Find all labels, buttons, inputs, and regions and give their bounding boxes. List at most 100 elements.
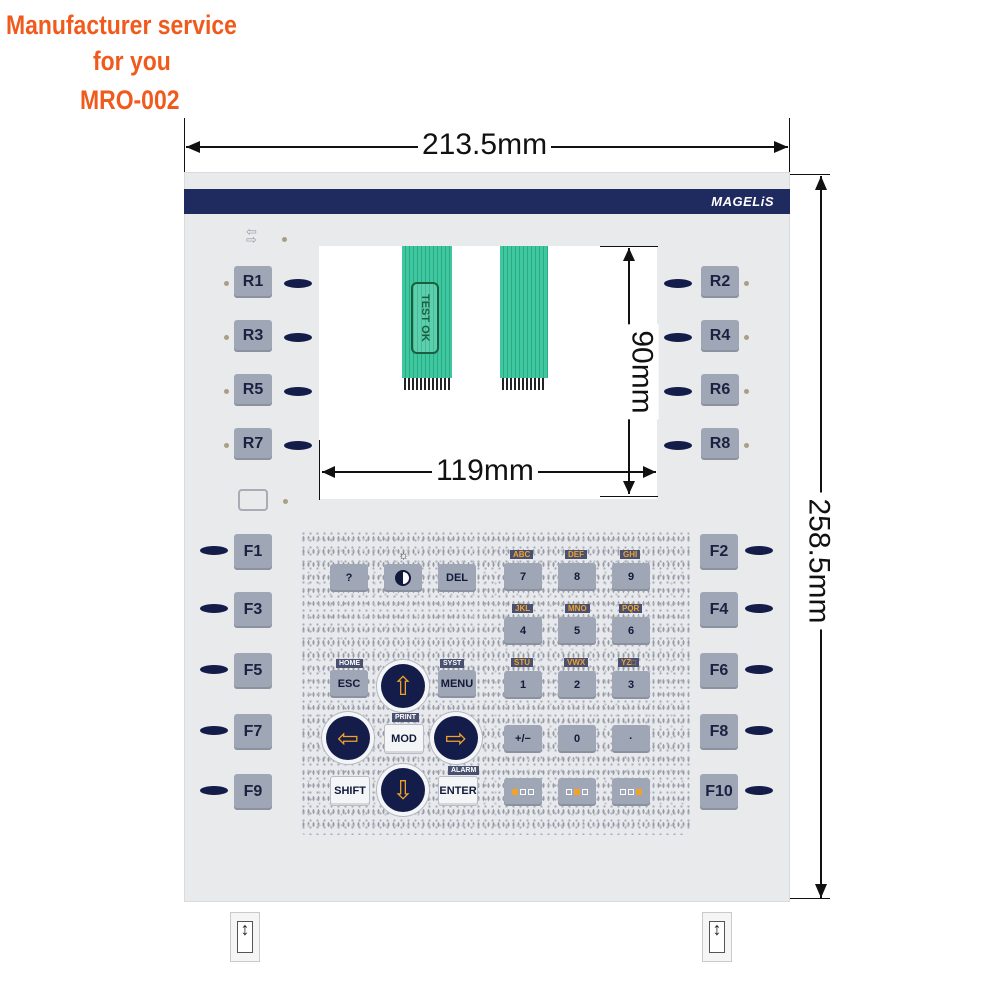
promo-line-3: MRO-002 [80,85,180,115]
width-arrow-left [186,141,200,153]
screen-height-label: 90mm [624,324,659,420]
r1-key[interactable]: R1 [234,266,272,298]
f2-key[interactable]: F2 [700,534,738,570]
f9-key[interactable]: F9 [234,774,272,810]
key-2[interactable]: 2 [558,671,596,699]
key-3[interactable]: 3 [612,671,650,699]
shift-key[interactable]: SHIFT [330,776,370,806]
r6-led [744,389,749,394]
print-label: PRINT [392,713,419,722]
r7-key[interactable]: R7 [234,428,272,460]
plus-minus-key[interactable]: +/− [504,725,542,753]
r7-led [224,443,229,448]
ribbon-right-connector [502,378,546,390]
key-7[interactable]: 7 [504,563,542,591]
del-key[interactable]: DEL [438,564,476,592]
mode-key-2[interactable] [558,778,596,806]
f1-key[interactable]: F1 [234,534,272,570]
left-arrow-button[interactable]: ⇦ [326,716,370,760]
height-arrow-top [815,176,827,190]
menu-key[interactable]: MENU [438,670,476,698]
screen-width-arrow-right [643,466,656,478]
letters-jkl: JKL [512,604,534,613]
f10-key[interactable]: F10 [700,774,738,810]
screen-height-arrow-top [623,248,635,261]
home-label: HOME [336,659,363,668]
left-arrow-icon: ⇦ [337,723,359,753]
r8-led [744,443,749,448]
flex-ribbon-left [402,246,452,378]
key-8[interactable]: 8 [558,563,596,591]
key-4[interactable]: 4 [504,617,542,645]
f1-indicator [200,546,228,555]
right-arrow-button[interactable]: ⇨ [434,716,478,760]
mode-3-square-a [620,789,626,795]
r4-indicator [664,333,692,342]
screen-width-label: 119mm [432,454,538,488]
mode-1-square-b [520,789,526,795]
f6-indicator [745,665,773,674]
f6-key[interactable]: F6 [700,653,738,689]
up-arrow-icon: ⇧ [392,671,414,701]
r1-led [224,281,229,286]
mode-1-square-c [528,789,534,795]
key-6[interactable]: 6 [612,617,650,645]
key-5[interactable]: 5 [558,617,596,645]
key-0[interactable]: 0 [558,725,596,753]
mod-key[interactable]: MOD [384,724,424,754]
up-down-arrow-icon: ↕ [237,920,253,953]
letters-yz: YZ□ [618,658,640,667]
enter-key[interactable]: ENTER [438,776,478,806]
contrast-icon [395,570,411,586]
letters-mno: MNO [565,604,590,613]
f9-indicator [200,786,228,795]
brightness-icon: ☼ [398,548,409,562]
right-arrow-icon: ⇨ [445,723,467,753]
printer-led [283,499,288,504]
f5-key[interactable]: F5 [234,653,272,689]
up-down-arrow-icon: ↕ [709,920,725,953]
transfer-icon: ⇦⇨ [246,224,257,247]
letters-pqr: PQR [619,604,643,613]
r4-key[interactable]: R4 [701,320,739,352]
width-ext-right [789,118,790,173]
key-1[interactable]: 1 [504,671,542,699]
letters-vwx: VWX [564,658,589,667]
test-ok-label: TEST OK [411,282,439,354]
brand-label: MAGELiS [711,194,774,209]
cable-tab-right: ↕ [702,912,732,962]
key-9[interactable]: 9 [612,563,650,591]
f4-key[interactable]: F4 [700,592,738,628]
height-ext-bottom [790,898,830,899]
f8-key[interactable]: F8 [700,714,738,750]
decimal-point-key[interactable]: · [612,725,650,753]
help-key[interactable]: ? [330,564,368,592]
mode-1-square-a [512,789,518,795]
letters-abc: ABC [510,550,534,559]
contrast-key[interactable] [384,564,422,592]
brand-bar: MAGELiS [184,189,790,214]
syst-label: SYST [440,659,465,668]
letters-stu: STU [511,658,533,667]
cable-tab-left: ↕ [230,912,260,962]
r3-key[interactable]: R3 [234,320,272,352]
letters-ghi: GHI [620,550,641,559]
r8-key[interactable]: R8 [701,428,739,460]
esc-key[interactable]: ESC [330,670,368,698]
f7-key[interactable]: F7 [234,714,272,750]
screen-height-ext-top [600,246,658,247]
screen-height-ext-bottom [600,496,658,497]
r1-indicator [284,279,312,288]
r6-key[interactable]: R6 [701,374,739,406]
mode-3-square-b [628,789,634,795]
down-arrow-button[interactable]: ⇩ [381,768,425,812]
mode-2-square-c [582,789,588,795]
f3-key[interactable]: F3 [234,592,272,628]
promo-line-2: for you [93,46,171,76]
up-arrow-button[interactable]: ⇧ [381,664,425,708]
r2-key[interactable]: R2 [701,266,739,298]
mode-key-1[interactable] [504,778,542,806]
width-arrow-right [774,141,788,153]
mode-key-3[interactable] [612,778,650,806]
r5-key[interactable]: R5 [234,374,272,406]
